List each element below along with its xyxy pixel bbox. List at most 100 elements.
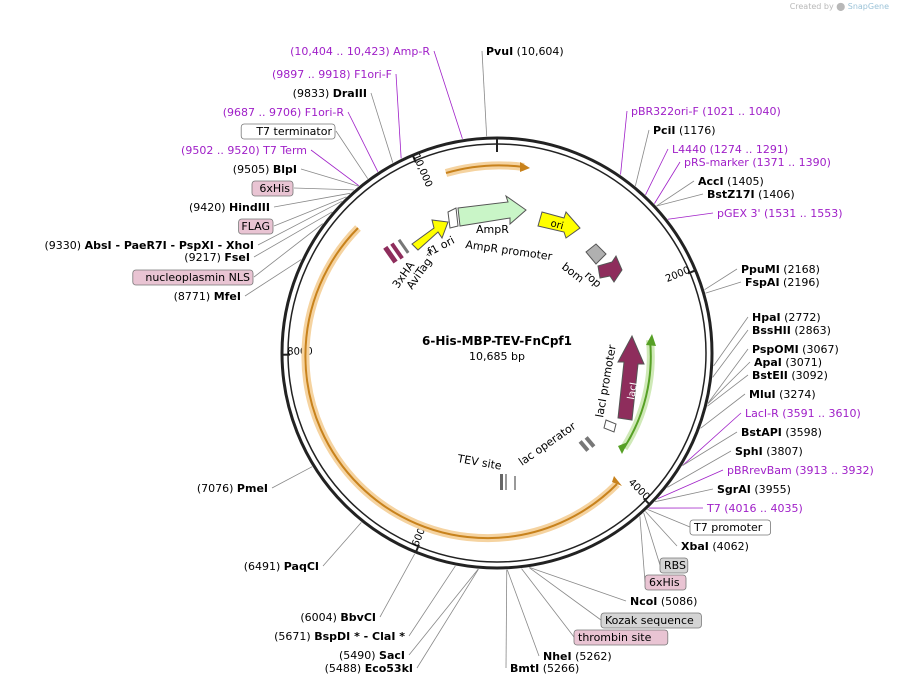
tev-site-block-3 xyxy=(514,476,516,490)
feature-label-box xyxy=(689,519,771,536)
site-label-bmti: BmtI (5266) xyxy=(510,662,579,675)
site-label-text: (5488) Eco53kI xyxy=(325,662,413,675)
callout-line xyxy=(634,129,650,186)
site-name: DraIII xyxy=(333,87,367,100)
site-name: nucleoplasmin NLS xyxy=(145,271,250,284)
site-label-text: T7 promoter xyxy=(693,521,763,534)
site-label-text: 6xHis xyxy=(259,182,290,195)
ampr-arrow xyxy=(457,194,527,227)
site-name: SphI xyxy=(735,445,763,458)
site-label-text: (9505) BlpI xyxy=(233,163,297,176)
site-position: (9217) xyxy=(184,251,224,264)
plasmid-name: 6-His-MBP-TEV-FnCpf1 xyxy=(422,334,572,348)
credit-prefix: Created by xyxy=(789,2,834,11)
site-label-mfei: (8771) MfeI xyxy=(174,290,241,303)
site-name: ApaI xyxy=(754,356,782,369)
site-position: (9833) xyxy=(293,87,333,100)
site-label-bstz17i: BstZ17I (1406) xyxy=(707,188,795,201)
site-name: T7 Term xyxy=(262,144,307,157)
site-label-bsshii: BssHII (2863) xyxy=(752,324,831,337)
site-label-ncoi: NcoI (5086) xyxy=(630,595,697,608)
feature-label-box xyxy=(573,629,669,646)
callout-line xyxy=(529,567,627,602)
callout-line xyxy=(408,568,479,656)
site-label-sphi: SphI (3807) xyxy=(735,445,803,458)
site-name: pGEX 3' xyxy=(717,207,761,220)
f1-ori-arrow xyxy=(411,219,449,251)
site-label-blpi: (9505) BlpI xyxy=(233,163,297,176)
callout-line xyxy=(335,130,369,179)
feature-label-box xyxy=(644,574,687,591)
site-label-text: (9330) AbsI - PaeR7I - PspXI - XhoI xyxy=(45,239,254,252)
site-position: (3092) xyxy=(788,369,828,382)
snapgene-credit: Created by ⬤ SnapGene xyxy=(790,2,889,11)
site-label-text: ApaI (3071) xyxy=(754,356,822,369)
site-label-t7: T7 (4016 .. 4035) xyxy=(706,502,803,515)
callout-line xyxy=(416,568,479,669)
site-label-text: pBR322ori-F (1021 .. 1040) xyxy=(631,105,781,118)
site-name: PciI xyxy=(653,124,675,137)
ori-arrow xyxy=(537,211,581,239)
avitag-block xyxy=(397,238,410,254)
site-label-f1ori-r: (9687 .. 9706) F1ori-R xyxy=(223,106,345,119)
site-name: HpaI xyxy=(752,311,781,324)
site-position: (5488) xyxy=(325,662,365,675)
site-label-f1ori-f: (9897 .. 9918) F1ori-F xyxy=(272,68,392,81)
site-position: (7076) xyxy=(197,482,237,495)
site-label-text: HpaI (2772) xyxy=(752,311,821,324)
ampr-label: AmpR xyxy=(476,223,509,236)
site-label-text: (5671) BspDI * - ClaI * xyxy=(274,630,405,643)
site-name: pBRrevBam xyxy=(727,464,792,477)
site-position: (3591 .. 3610) xyxy=(779,407,861,420)
site-label-sgrai: SgrAI (3955) xyxy=(717,483,791,496)
site-label-text: T7 (4016 .. 4035) xyxy=(706,502,803,515)
site-label-paqci: (6491) PaqCI xyxy=(244,560,319,573)
site-position: (9502 .. 9520) xyxy=(181,144,263,157)
site-name: L4440 xyxy=(672,143,706,156)
callout-line xyxy=(257,200,343,246)
tev-site-label: TEV site xyxy=(455,452,502,473)
site-name: AbsI - PaeR7I - PspXI - XhoI xyxy=(85,239,254,252)
tick-mark xyxy=(415,544,420,553)
site-position: (3807) xyxy=(763,445,803,458)
site-position: (1531 .. 1553) xyxy=(761,207,843,220)
site-label-t7-term: (9502 .. 9520) T7 Term xyxy=(181,144,307,157)
site-position: (9420) xyxy=(189,201,229,214)
callout-line xyxy=(639,516,646,583)
site-label-text: Kozak sequence xyxy=(605,614,694,627)
site-label-text: (8771) MfeI xyxy=(174,290,241,303)
orf-arc xyxy=(304,227,618,540)
callout-line xyxy=(244,259,302,297)
site-label-text: pRS-marker (1371 .. 1390) xyxy=(684,156,831,169)
site-label-text: pGEX 3' (1531 .. 1553) xyxy=(717,207,843,220)
site-label-fspai: FspAI (2196) xyxy=(745,276,820,289)
callout-line xyxy=(408,565,456,637)
site-label-mlui: MluI (3274) xyxy=(749,388,816,401)
site-label-saci: (5490) SacI xyxy=(339,649,405,662)
site-position: (5671) xyxy=(274,630,314,643)
site-name: Amp-R xyxy=(393,45,430,58)
feature-label-box xyxy=(659,557,689,574)
site-name: PpuMI xyxy=(741,263,780,276)
site-label-text: BstAPI (3598) xyxy=(741,426,822,439)
site-position: (1406) xyxy=(755,188,795,201)
site-label-rbs: RBS xyxy=(659,557,689,574)
site-label-text: RBS xyxy=(664,559,686,572)
site-name: SgrAI xyxy=(717,483,751,496)
callout-line xyxy=(654,488,714,503)
callout-line xyxy=(347,111,379,172)
site-label-pmei: (7076) PmeI xyxy=(197,482,268,495)
rop-arrow xyxy=(597,254,623,283)
site-position: (3067) xyxy=(799,343,839,356)
callout-line xyxy=(656,180,695,207)
site-label-6xhis-top: 6xHis xyxy=(251,180,294,197)
callout-line xyxy=(300,168,359,187)
site-name: T7 xyxy=(706,502,721,515)
site-name: BssHII xyxy=(752,324,791,337)
callout-line xyxy=(656,193,704,207)
site-name: thrombin site xyxy=(578,631,652,644)
callout-line xyxy=(705,281,742,294)
laci-orf-head xyxy=(646,334,656,346)
site-name: XbaI xyxy=(681,540,709,553)
tick-label: 4000 xyxy=(626,477,652,503)
